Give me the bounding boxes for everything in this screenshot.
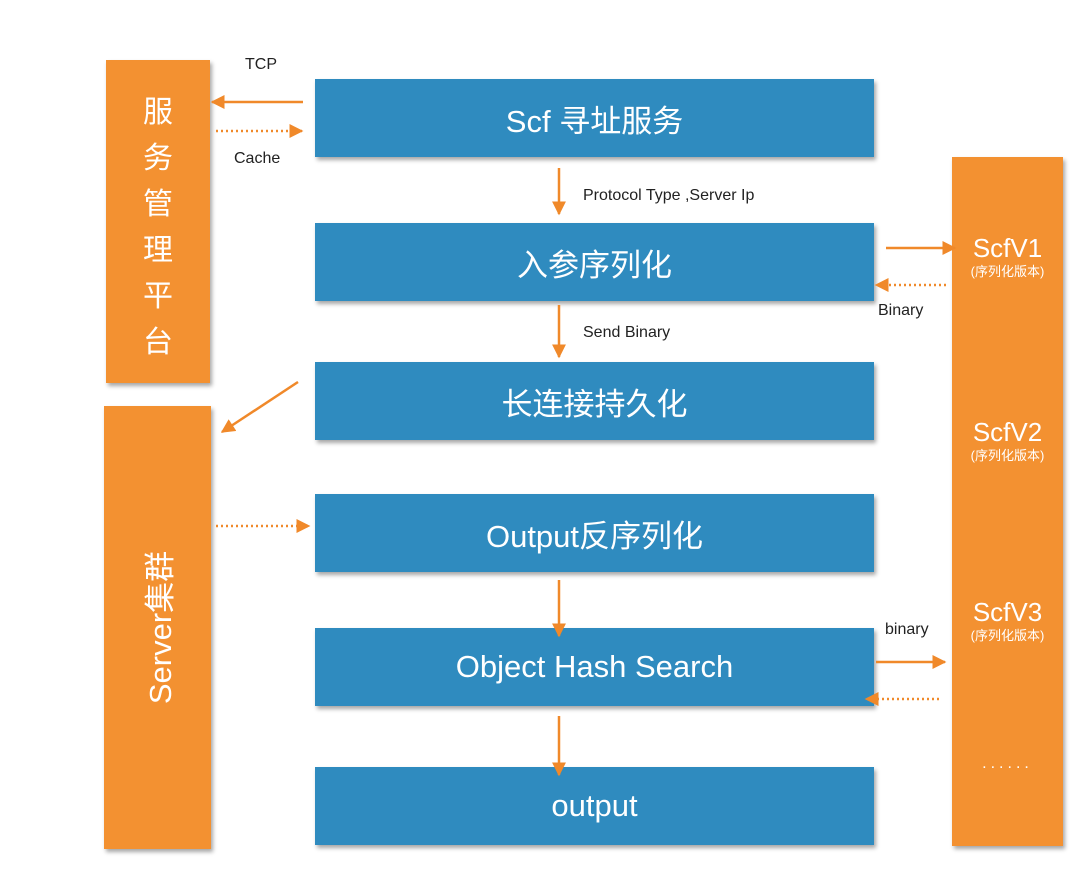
mgmt-char: 平 [143,280,173,313]
mgmt-char: 管 [143,188,173,221]
input-serialization-label: 入参序列化 [517,247,672,283]
mgmt-char: 台 [143,326,173,359]
persistent-connection-box: 长连接持久化 [315,362,874,440]
serialization-versions-panel: ScfV1 (序列化版本) ScfV2 (序列化版本) ScfV3 (序列化版本… [952,157,1063,846]
cache-label: Cache [234,150,281,167]
protocol-label: Protocol Type ,Server Ip [583,187,755,204]
tcp-label: TCP [245,56,277,73]
version-name: ScfV3 [972,597,1043,627]
scf-addressing-service-label: Scf 寻址服务 [505,103,684,139]
version-subtitle: (序列化版本) [970,448,1045,463]
service-management-platform: 服 务 管 理 平 台 [106,60,210,383]
mgmt-char: 服 [143,96,173,129]
persistent-connection-label: 长连接持久化 [501,386,688,422]
mgmt-char: 务 [143,142,173,175]
output-deserialization-label: Output反序列化 [485,518,704,554]
send-binary-label: Send Binary [583,324,671,341]
version-scfv1: ScfV1 (序列化版本) [952,233,1063,281]
scf-addressing-service-box: Scf 寻址服务 [315,79,874,157]
object-hash-search-box: Object Hash Search [315,628,874,706]
input-serialization-box: 入参序列化 [315,223,874,301]
binary-upper-label: Binary [878,302,924,319]
binary-lower-label: binary [885,621,929,638]
more-versions-ellipsis: ...... [982,755,1033,772]
connection-to-server-arrow [220,380,299,434]
output-deserialization-box: Output反序列化 [315,494,874,572]
version-scfv2: ScfV2 (序列化版本) [952,417,1063,465]
output-box: output [315,767,874,845]
version-name: ScfV1 [972,233,1043,263]
mgmt-char: 理 [143,234,173,267]
object-hash-search-label: Object Hash Search [455,649,734,684]
version-subtitle: (序列化版本) [970,628,1045,643]
version-name: ScfV2 [972,417,1043,447]
version-subtitle: (序列化版本) [970,264,1045,279]
server-cluster: Server集群 [104,406,211,849]
version-scfv3: ScfV3 (序列化版本) [952,597,1063,645]
output-label: output [551,788,638,823]
